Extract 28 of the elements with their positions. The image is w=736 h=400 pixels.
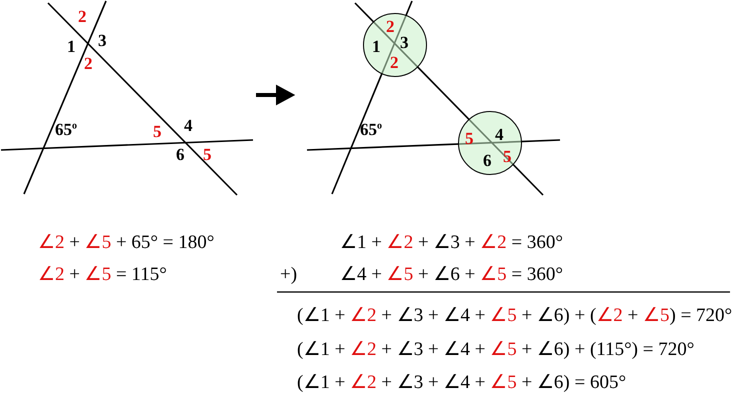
angle-number: 6 bbox=[483, 152, 492, 169]
highlight-circle bbox=[458, 111, 522, 175]
angle-measure: 65$^{o}$ bbox=[360, 121, 382, 138]
angle-number: 5 bbox=[203, 146, 212, 163]
angle-number: 5 bbox=[465, 130, 474, 147]
equation: (∠1 + ∠2 + ∠3 + ∠4 + ∠5 + ∠6) + (115°) = 720° bbox=[297, 340, 694, 359]
angle-number: 2 bbox=[390, 54, 398, 71]
angle-number: 2 bbox=[386, 18, 394, 35]
equation: ∠2 + ∠5 + 65° = 180° bbox=[38, 233, 214, 252]
angle-number: 2 bbox=[84, 55, 92, 72]
angle-number: 1 bbox=[372, 38, 380, 55]
equation: +) bbox=[280, 265, 298, 284]
angle-number: 4 bbox=[184, 117, 192, 134]
angle-number: 6 bbox=[176, 146, 184, 163]
angle-number: 5 bbox=[503, 148, 512, 165]
equation: ∠2 + ∠5 = 115° bbox=[38, 265, 167, 284]
angle-number: 1 bbox=[67, 38, 76, 55]
highlight-circle bbox=[363, 13, 427, 77]
equation: ∠4 + ∠5 + ∠6 + ∠5 = 360° bbox=[340, 265, 563, 284]
angle-number: 5 bbox=[153, 123, 162, 140]
equation: ∠1 + ∠2 + ∠3 + ∠2 = 360° bbox=[340, 233, 563, 252]
angle-measure: 65$^{o}$ bbox=[55, 121, 77, 138]
angle-number: 3 bbox=[98, 32, 106, 49]
angle-number: 2 bbox=[78, 8, 86, 25]
angle-number: 3 bbox=[400, 34, 408, 51]
angle-number: 4 bbox=[495, 126, 504, 143]
equation: (∠1 + ∠2 + ∠3 + ∠4 + ∠5 + ∠6) = 605° bbox=[297, 373, 626, 392]
equation: (∠1 + ∠2 + ∠3 + ∠4 + ∠5 + ∠6) + (∠2 + ∠5) = 720° bbox=[297, 306, 732, 325]
